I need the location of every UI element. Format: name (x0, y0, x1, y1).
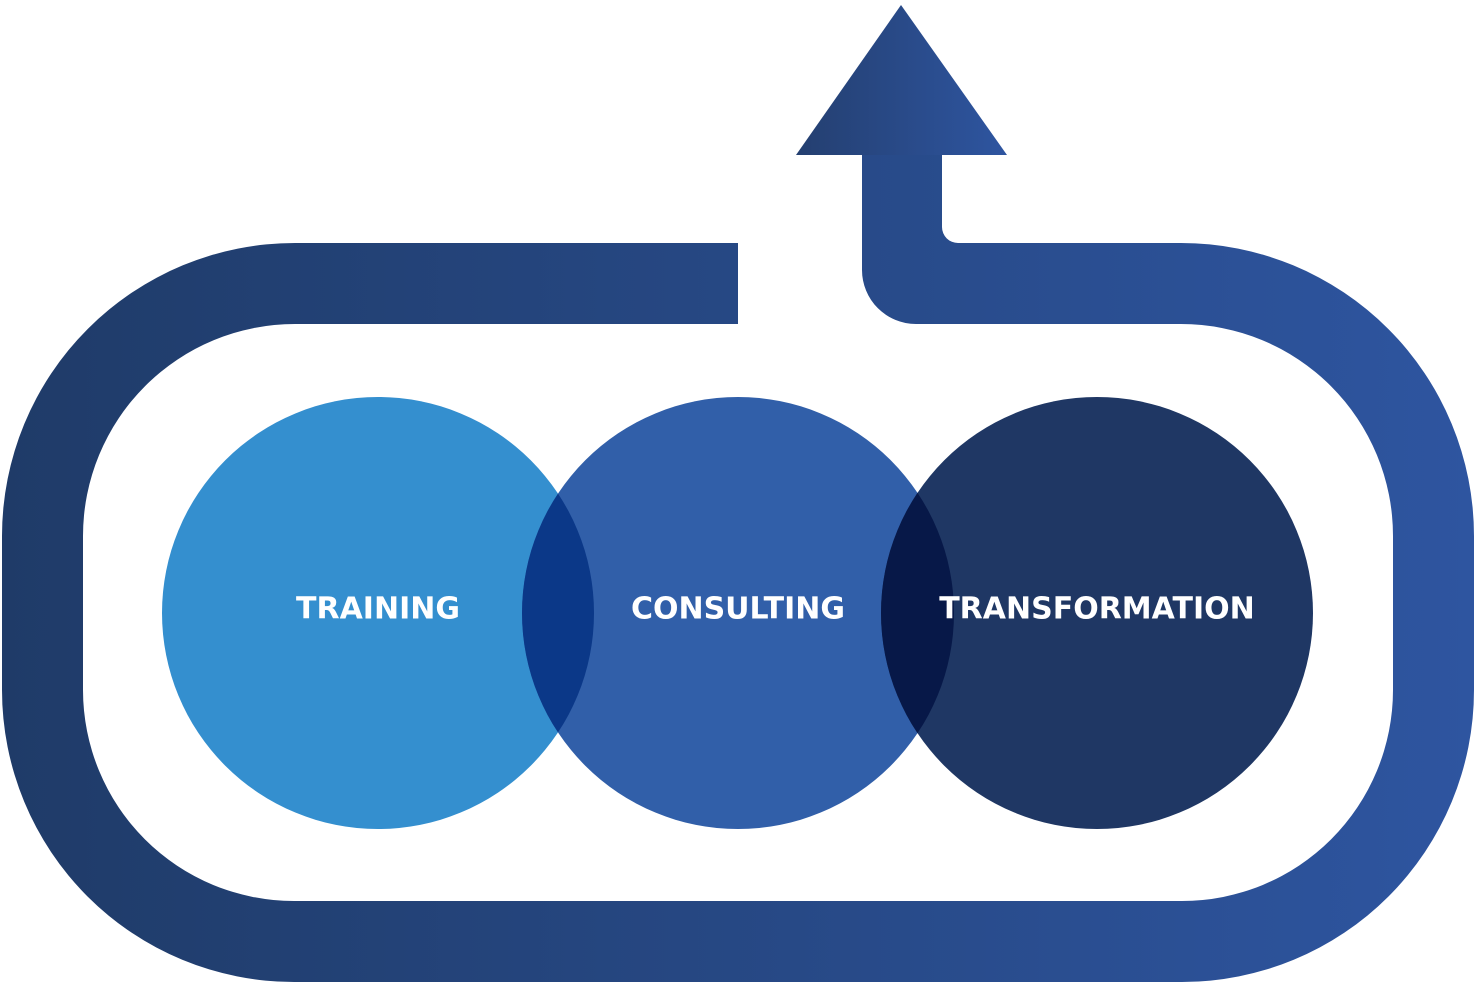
training-circle (162, 397, 594, 829)
arrow-head-icon (796, 5, 1007, 155)
training-label: TRAINING (296, 592, 460, 627)
transformation-label: TRANSFORMATION (939, 592, 1255, 627)
cycle-loop-band (2, 155, 1474, 982)
consulting-circle (522, 397, 954, 829)
transformation-circle (881, 397, 1313, 829)
consulting-label: CONSULTING (631, 592, 845, 627)
